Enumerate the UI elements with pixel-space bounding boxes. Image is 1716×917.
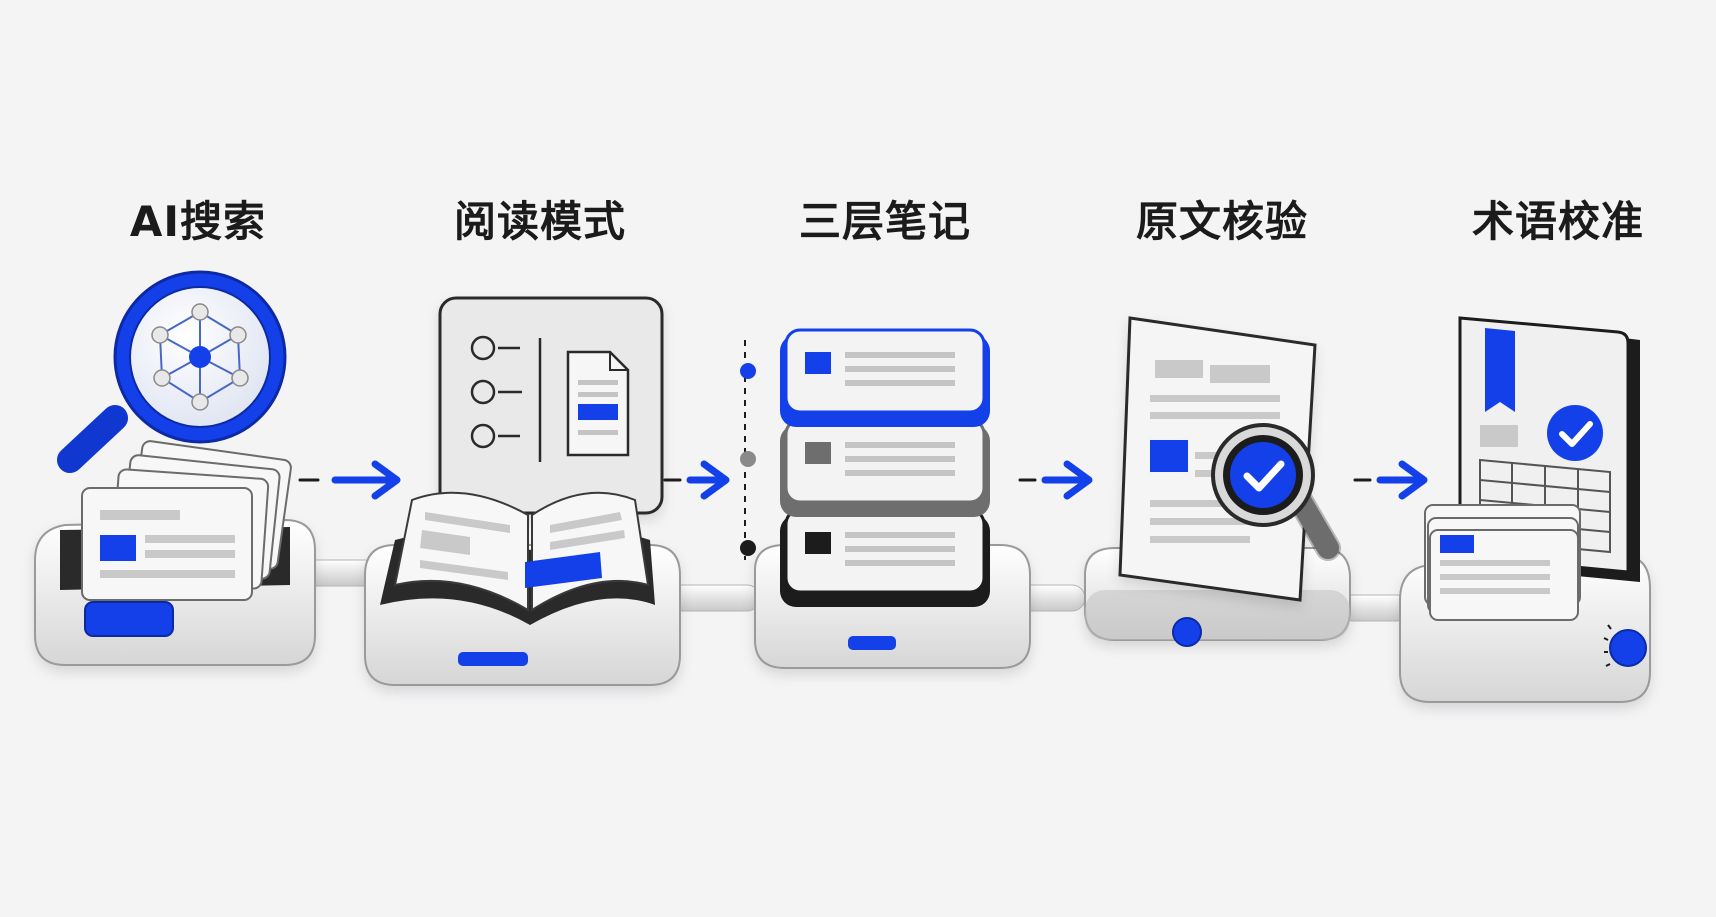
step-ai-search-illustration <box>34 270 316 666</box>
step-three-layer-notes-illustration <box>740 328 1031 669</box>
step-term-calibration-illustration <box>1399 316 1651 703</box>
document-check-icon <box>1118 316 1341 602</box>
magnifier-network-icon <box>57 270 287 473</box>
arrow-right-icon <box>1353 460 1428 500</box>
step-label-term-calibration: 术语校准 <box>1471 197 1644 246</box>
open-book-icon <box>380 491 655 625</box>
step-label-reading-mode: 阅读模式 <box>453 197 626 246</box>
arrow-right-icon <box>663 460 730 500</box>
tray-handle <box>84 601 174 637</box>
stacked-cards-icon <box>780 328 990 607</box>
step-reading-mode-illustration <box>364 296 681 686</box>
arrow-right-icon <box>1018 460 1093 500</box>
step-label-source-verification: 原文核验 <box>1135 197 1308 246</box>
step-label-three-layer-notes: 三层笔记 <box>798 197 971 246</box>
step-source-verification-illustration <box>1084 316 1351 647</box>
step-label-ai-search: AI搜索 <box>129 197 267 246</box>
arrow-right-icon <box>298 460 401 500</box>
